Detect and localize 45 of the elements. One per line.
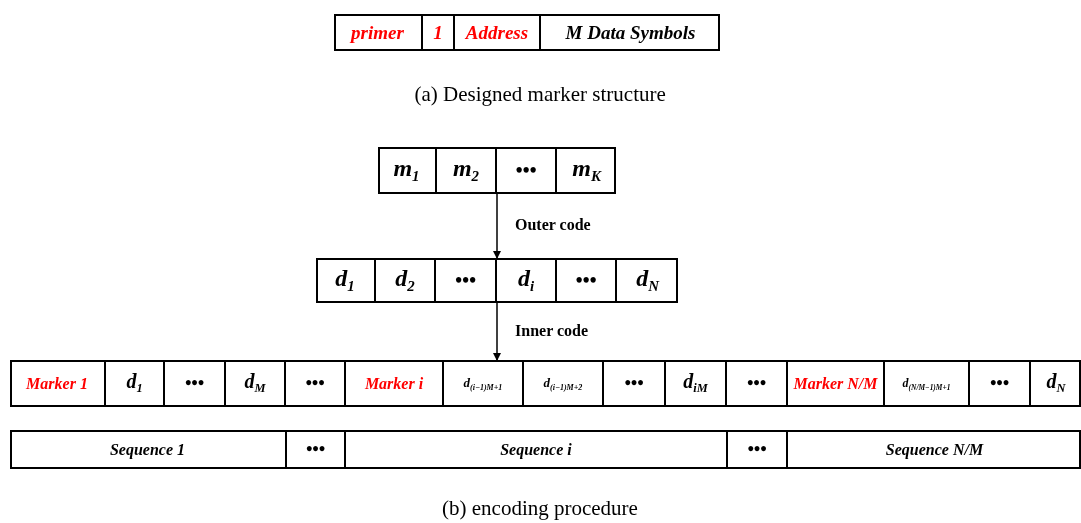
symbol-cell: ••• xyxy=(165,362,226,405)
symbol-cell: d$_{(N/M−1)M+1}$ xyxy=(885,362,970,405)
symbol-strip xyxy=(378,147,616,194)
marker-cell: Marker N/M xyxy=(788,362,885,405)
symbol-cell: ••• xyxy=(557,260,617,301)
arrow xyxy=(493,193,501,259)
symbol-cell: d$_{N}$ xyxy=(617,260,678,301)
symbol-cell: ••• xyxy=(286,362,346,405)
marker-cell: Address xyxy=(455,16,541,49)
edge-label: Outer code xyxy=(515,216,591,234)
symbol-cell: ••• xyxy=(604,362,666,405)
symbol-cell: d$_{(i−1)M+2}$ xyxy=(524,362,604,405)
edge-label: Inner code xyxy=(515,321,589,340)
symbol-strip xyxy=(10,430,1081,469)
symbol-cell: m$_{K}$ xyxy=(557,149,616,192)
symbol-cell: d$_{N}$ xyxy=(1031,362,1081,405)
symbol-cell: d$_{2}$ xyxy=(376,260,436,301)
marker-cell: Marker i xyxy=(346,362,444,405)
arrow xyxy=(493,302,501,361)
symbol-cell: d$_{1}$ xyxy=(316,260,376,301)
symbol-cell: Sequence 1 xyxy=(10,432,287,467)
symbol-cell: d$_{1}$ xyxy=(106,362,165,405)
caption: (b) encoding procedure xyxy=(442,496,638,521)
symbol-cell: Sequence N/M xyxy=(788,432,1081,467)
symbol-cell: ••• xyxy=(727,362,788,405)
symbol-cell: ••• xyxy=(287,432,346,467)
symbol-cell: M Data Symbols xyxy=(541,16,720,49)
symbol-cell: m$_{1}$ xyxy=(378,149,437,192)
caption: (a) Designed marker structure xyxy=(414,82,666,107)
symbol-cell: ••• xyxy=(728,432,788,467)
symbol-cell: d$_{M}$ xyxy=(226,362,286,405)
symbol-cell: d$_{iM}$ xyxy=(666,362,727,405)
symbol-cell: m$_{2}$ xyxy=(437,149,497,192)
symbol-strip xyxy=(316,258,678,303)
marker-cell: Marker 1 xyxy=(10,362,106,405)
symbol-cell: d$_{i}$ xyxy=(497,260,557,301)
marker-cell: 1 xyxy=(423,16,455,49)
symbol-cell: ••• xyxy=(436,260,497,301)
symbol-strip xyxy=(10,360,1081,407)
symbol-cell: ••• xyxy=(497,149,557,192)
symbol-strip xyxy=(334,14,720,51)
symbol-cell: d$_{(i−1)M+1}$ xyxy=(444,362,524,405)
symbol-cell: ••• xyxy=(970,362,1031,405)
marker-cell: primer xyxy=(334,16,423,49)
symbol-cell: Sequence i xyxy=(346,432,728,467)
